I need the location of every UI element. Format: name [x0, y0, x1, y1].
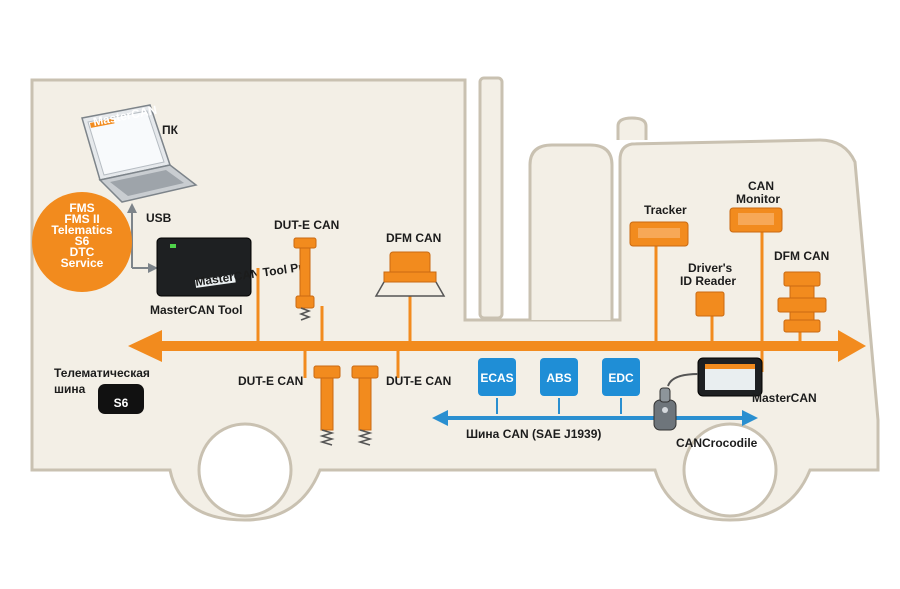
- tracker-device: [629, 221, 689, 247]
- telematics-label-line2: шина: [54, 382, 86, 396]
- mastercan-label: MasterCAN: [752, 391, 817, 405]
- telematics-label-line1: Телематическая: [54, 366, 150, 380]
- rear-wheel-arch: [197, 422, 293, 518]
- can-monitor-device: [729, 207, 783, 233]
- mastercan-tool-device: [156, 237, 252, 297]
- mastercan-tool-label: MasterCAN Tool: [150, 303, 242, 317]
- ecu-box-label: ECAS: [480, 371, 513, 385]
- front-wheel-arch: [682, 422, 778, 518]
- drivers-id-reader-device: [695, 291, 725, 317]
- feature-item: DTC: [70, 245, 95, 259]
- ecu-box-edc: EDC: [602, 358, 640, 414]
- feature-item: Service: [61, 256, 104, 270]
- feature-item: FMS: [69, 201, 94, 215]
- can-bus: [432, 410, 758, 426]
- dut-e-can-top-label: DUT-E CAN: [274, 218, 339, 232]
- ecu-box-ecas: ECAS: [478, 358, 516, 414]
- ecu-box-label: EDC: [608, 371, 634, 385]
- can-monitor-label-line2: Monitor: [736, 192, 780, 206]
- usb-link: [127, 203, 158, 273]
- feature-item: FMS II: [64, 212, 99, 226]
- tracker-label: Tracker: [644, 203, 687, 217]
- ecu-box-label: ABS: [546, 371, 571, 385]
- features-circle: [32, 192, 132, 292]
- laptop-icon: [81, 104, 198, 203]
- dfm-sensor-right: [777, 271, 827, 333]
- air-tank: [528, 143, 614, 320]
- ecu-box-abs: ABS: [540, 358, 578, 414]
- drivers-id-label-line1: Driver's: [688, 261, 733, 275]
- can-bus-label: Шина CAN (SAE J1939): [466, 427, 601, 441]
- can-monitor-label-line1: CAN: [748, 179, 774, 193]
- cancrocodile-device: [653, 373, 699, 431]
- cancrocodile-label: CANCrocodile: [676, 436, 758, 450]
- dut-e-sensor-lower-right: [351, 365, 379, 446]
- drivers-id-label-line2: ID Reader: [680, 274, 736, 288]
- telematics-bus: [128, 330, 866, 362]
- mastercan-device: [697, 357, 763, 397]
- dut-e-can-left-label: DUT-E CAN: [238, 374, 303, 388]
- dfm-can-center-label: DFM CAN: [386, 231, 441, 245]
- s6-badge: [98, 384, 144, 414]
- bus-connectors: [256, 230, 802, 378]
- dut-e-sensor-top: [293, 237, 317, 321]
- dfm-sensor-center: [374, 251, 446, 297]
- dfm-can-right-label: DFM CAN: [774, 249, 829, 263]
- feature-item: Telematics: [51, 223, 112, 237]
- air-intake: [616, 116, 648, 140]
- s6-badge-text: S6: [114, 396, 129, 410]
- dut-e-sensor-lower-left: [313, 365, 341, 446]
- exhaust-pipe: [478, 76, 504, 320]
- dut-e-can-right-label: DUT-E CAN: [386, 374, 451, 388]
- ecu-boxes: ECAS ABS EDC: [478, 358, 640, 414]
- usb-label: USB: [146, 211, 172, 225]
- pc-label: ПК: [162, 123, 179, 137]
- feature-item: S6: [75, 234, 90, 248]
